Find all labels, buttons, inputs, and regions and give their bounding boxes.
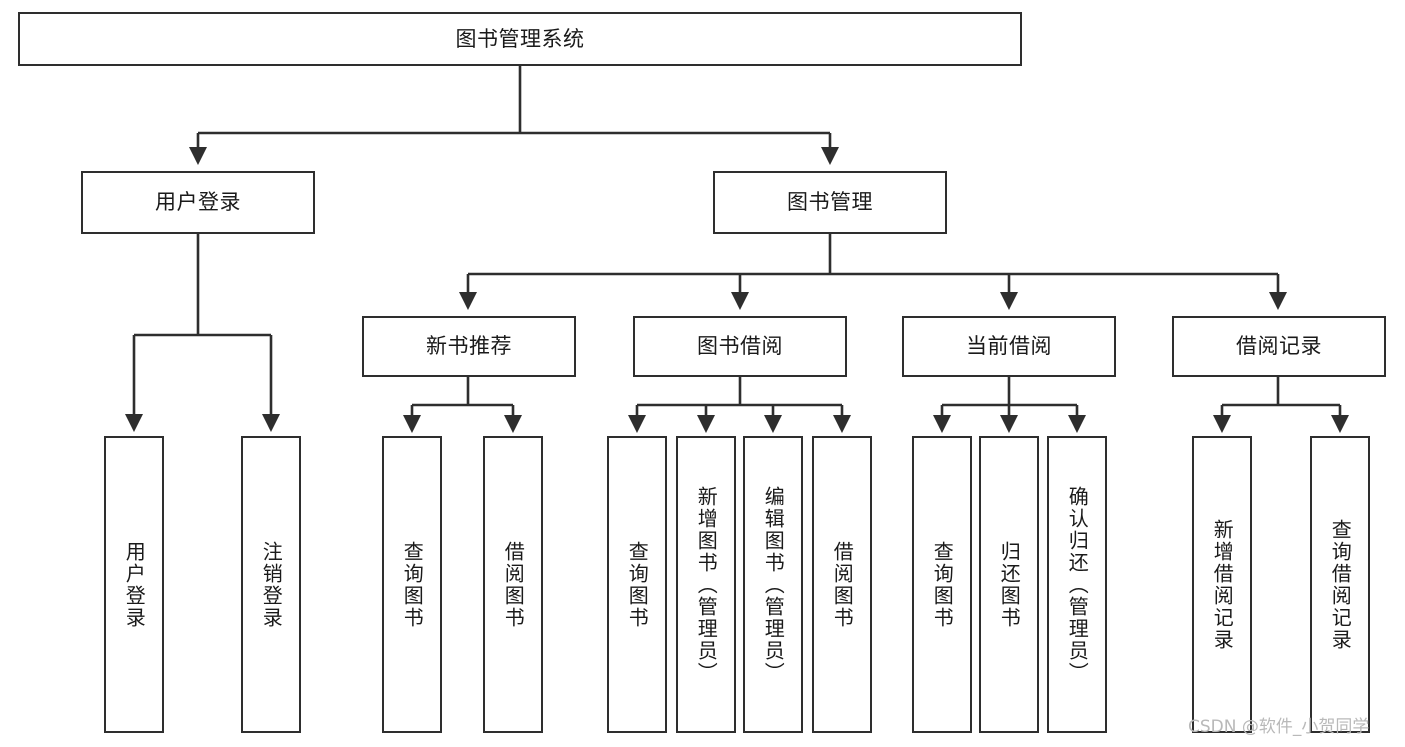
- leaf-query-book-3-label: 查询图书: [930, 540, 955, 629]
- leaf-query-record[interactable]: 查询借阅记录: [1310, 436, 1370, 733]
- node-new-book-recommend[interactable]: 新书推荐: [362, 316, 576, 377]
- node-book-borrow-label: 图书借阅: [697, 334, 783, 359]
- leaf-query-record-label: 查询借阅记录: [1328, 518, 1353, 651]
- leaf-borrow-book-1[interactable]: 借阅图书: [483, 436, 543, 733]
- node-book-borrow[interactable]: 图书借阅: [633, 316, 847, 377]
- node-user-login[interactable]: 用户登录: [81, 171, 315, 234]
- node-borrow-record[interactable]: 借阅记录: [1172, 316, 1386, 377]
- leaf-logout-login[interactable]: 注销登录: [241, 436, 301, 733]
- leaf-query-book-2[interactable]: 查询图书: [607, 436, 667, 733]
- leaf-return-book[interactable]: 归还图书: [979, 436, 1039, 733]
- node-book-manage-label: 图书管理: [787, 190, 873, 215]
- leaf-query-book-1-label: 查询图书: [400, 540, 425, 629]
- leaf-query-book-2-label: 查询图书: [625, 540, 650, 629]
- leaf-return-book-label: 归还图书: [997, 540, 1022, 629]
- leaf-query-book-1[interactable]: 查询图书: [382, 436, 442, 733]
- leaf-logout-login-label: 注销登录: [259, 540, 284, 629]
- node-current-borrow-label: 当前借阅: [966, 334, 1052, 359]
- watermark: CSDN @软件_小贺同学: [1188, 717, 1370, 737]
- node-borrow-record-label: 借阅记录: [1236, 334, 1322, 359]
- leaf-confirm-return[interactable]: 确认归还（管理员）: [1047, 436, 1107, 733]
- leaf-add-record[interactable]: 新增借阅记录: [1192, 436, 1252, 733]
- leaf-confirm-return-label: 确认归还（管理员）: [1065, 485, 1090, 684]
- node-user-login-label: 用户登录: [155, 190, 241, 215]
- node-book-manage[interactable]: 图书管理: [713, 171, 947, 234]
- leaf-add-record-label: 新增借阅记录: [1210, 518, 1235, 651]
- leaf-borrow-book-1-label: 借阅图书: [501, 540, 526, 629]
- node-new-book-recommend-label: 新书推荐: [426, 334, 512, 359]
- leaf-edit-book-label: 编辑图书（管理员）: [761, 485, 786, 684]
- node-root-label: 图书管理系统: [455, 26, 585, 51]
- leaf-add-book-label: 新增图书（管理员）: [694, 485, 719, 684]
- leaf-borrow-book-2-label: 借阅图书: [830, 540, 855, 629]
- leaf-add-book[interactable]: 新增图书（管理员）: [676, 436, 736, 733]
- leaf-user-login[interactable]: 用户登录: [104, 436, 164, 733]
- leaf-edit-book[interactable]: 编辑图书（管理员）: [743, 436, 803, 733]
- leaf-borrow-book-2[interactable]: 借阅图书: [812, 436, 872, 733]
- node-current-borrow[interactable]: 当前借阅: [902, 316, 1116, 377]
- leaf-user-login-label: 用户登录: [122, 540, 147, 629]
- node-root[interactable]: 图书管理系统: [18, 12, 1022, 66]
- leaf-query-book-3[interactable]: 查询图书: [912, 436, 972, 733]
